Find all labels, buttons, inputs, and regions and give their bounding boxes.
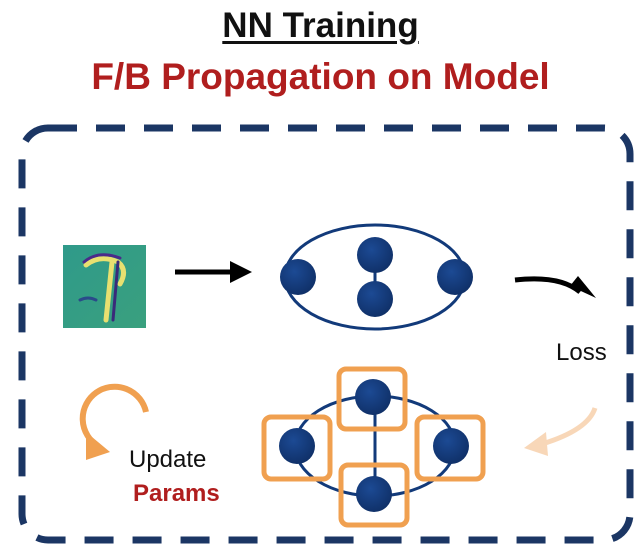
highlight-box [338, 462, 410, 528]
highlight-box [261, 414, 333, 482]
network-forward [280, 223, 473, 331]
model-frame [18, 124, 634, 544]
network-update [261, 366, 486, 528]
update-label: Update [129, 446, 207, 473]
diagram-title: NN Training [222, 6, 419, 45]
network-node [357, 237, 393, 273]
highlight-box [336, 366, 408, 432]
network-node [355, 379, 391, 415]
network-node [280, 259, 316, 295]
network-node [437, 259, 473, 295]
forward-arrow-icon [175, 261, 252, 283]
update-cycle-icon [79, 383, 149, 460]
highlight-box [414, 414, 486, 482]
network-node [357, 281, 393, 317]
network-node [433, 428, 469, 464]
params-label: Params [133, 480, 220, 507]
network-node [279, 428, 315, 464]
backprop-arrow-icon [524, 407, 598, 456]
diagram-subtitle: F/B Propagation on Model [91, 56, 550, 97]
digit-image [63, 245, 146, 328]
network-node [356, 476, 392, 512]
loss-label: Loss [556, 339, 607, 366]
loss-arrow-icon [514, 276, 596, 298]
